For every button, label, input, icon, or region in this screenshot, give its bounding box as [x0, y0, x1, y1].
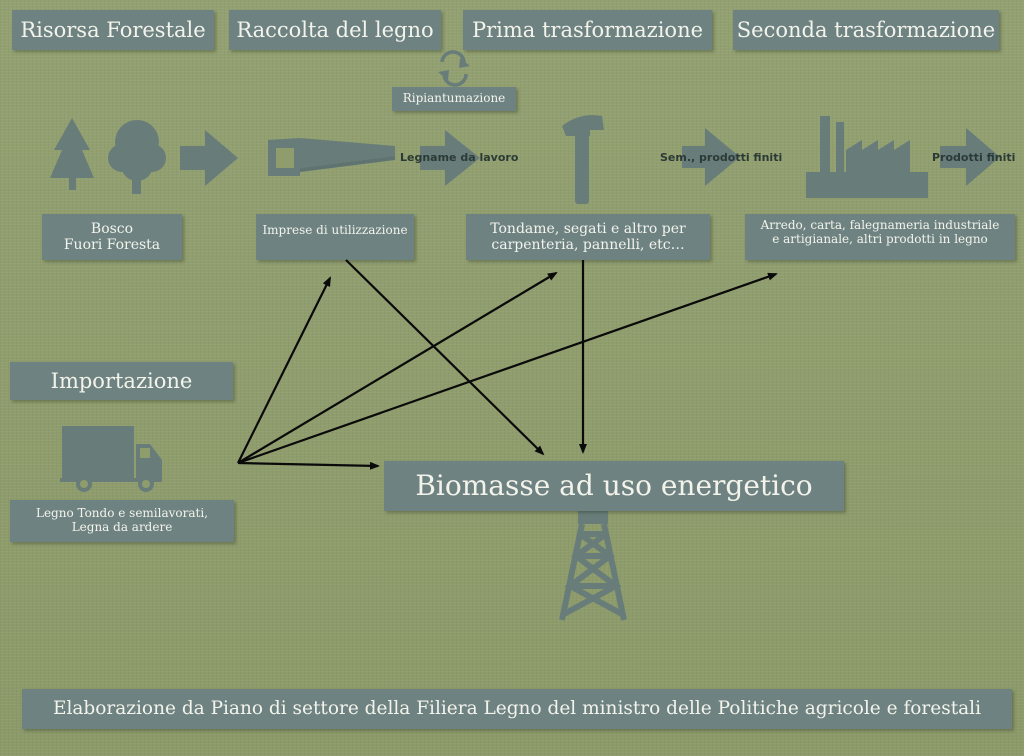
bosco-line1: Bosco: [90, 220, 134, 237]
ripiantumazione-box: Ripiantumazione: [392, 87, 516, 111]
header-risorsa-forestale: Risorsa Forestale: [12, 10, 214, 50]
legno-line2: Legna da ardere: [71, 520, 173, 534]
label-sem-prodotti-finiti: Sem., prodotti finiti: [660, 151, 783, 164]
tondame-line1: Tondame, segati e altro per: [490, 220, 686, 237]
truck-icon: [60, 426, 162, 492]
header-prima-trasformazione: Prima trasformazione: [463, 10, 712, 50]
box-legno-tondo: Legno Tondo e semilavorati, Legna da ard…: [10, 500, 234, 542]
header-raccolta-legno: Raccolta del legno: [229, 10, 441, 50]
flow-arrow-1: [180, 130, 238, 186]
box-biomasse-energetico: Biomasse ad uso energetico: [384, 461, 844, 511]
box-imprese-utilizzazione: Imprese di utilizzazione: [256, 214, 414, 260]
deciduous-tree-icon: [108, 120, 166, 194]
flow-arrow-2: [420, 130, 480, 186]
bosco-line2: Fuori Foresta: [63, 237, 161, 253]
flow-arrow-3: [682, 128, 740, 186]
arredo-line1: Arredo, carta, falegnameria industriale: [760, 218, 1000, 232]
box-arredo-carta: Arredo, carta, falegnameria industriale …: [745, 214, 1015, 260]
handsaw-icon: [268, 138, 395, 176]
box-tondame-segati: Tondame, segati e altro per carpenteria,…: [466, 214, 710, 260]
footer-source: Elaborazione da Piano di settore della F…: [22, 689, 1012, 729]
label-prodotti-finiti: Prodotti finiti: [932, 151, 1016, 164]
legno-line1: Legno Tondo e semilavorati,: [35, 506, 209, 521]
tondame-line2: carpenteria, pannelli, etc…: [491, 237, 685, 253]
factory-icon: [806, 116, 928, 198]
arredo-line2: e artigianale, altri prodotti in legno: [772, 231, 988, 246]
oil-derrick-icon: [559, 508, 627, 621]
header-seconda-trasformazione: Seconda trasformazione: [733, 10, 999, 50]
hammer-icon: [562, 115, 604, 204]
box-bosco-fuori-foresta: Bosco Fuori Foresta: [42, 214, 182, 260]
conifer-tree-icon: [50, 118, 94, 190]
header-importazione: Importazione: [10, 362, 233, 400]
label-legname-da-lavoro: Legname da lavoro: [400, 151, 519, 164]
flow-arrow-4: [940, 128, 1000, 186]
